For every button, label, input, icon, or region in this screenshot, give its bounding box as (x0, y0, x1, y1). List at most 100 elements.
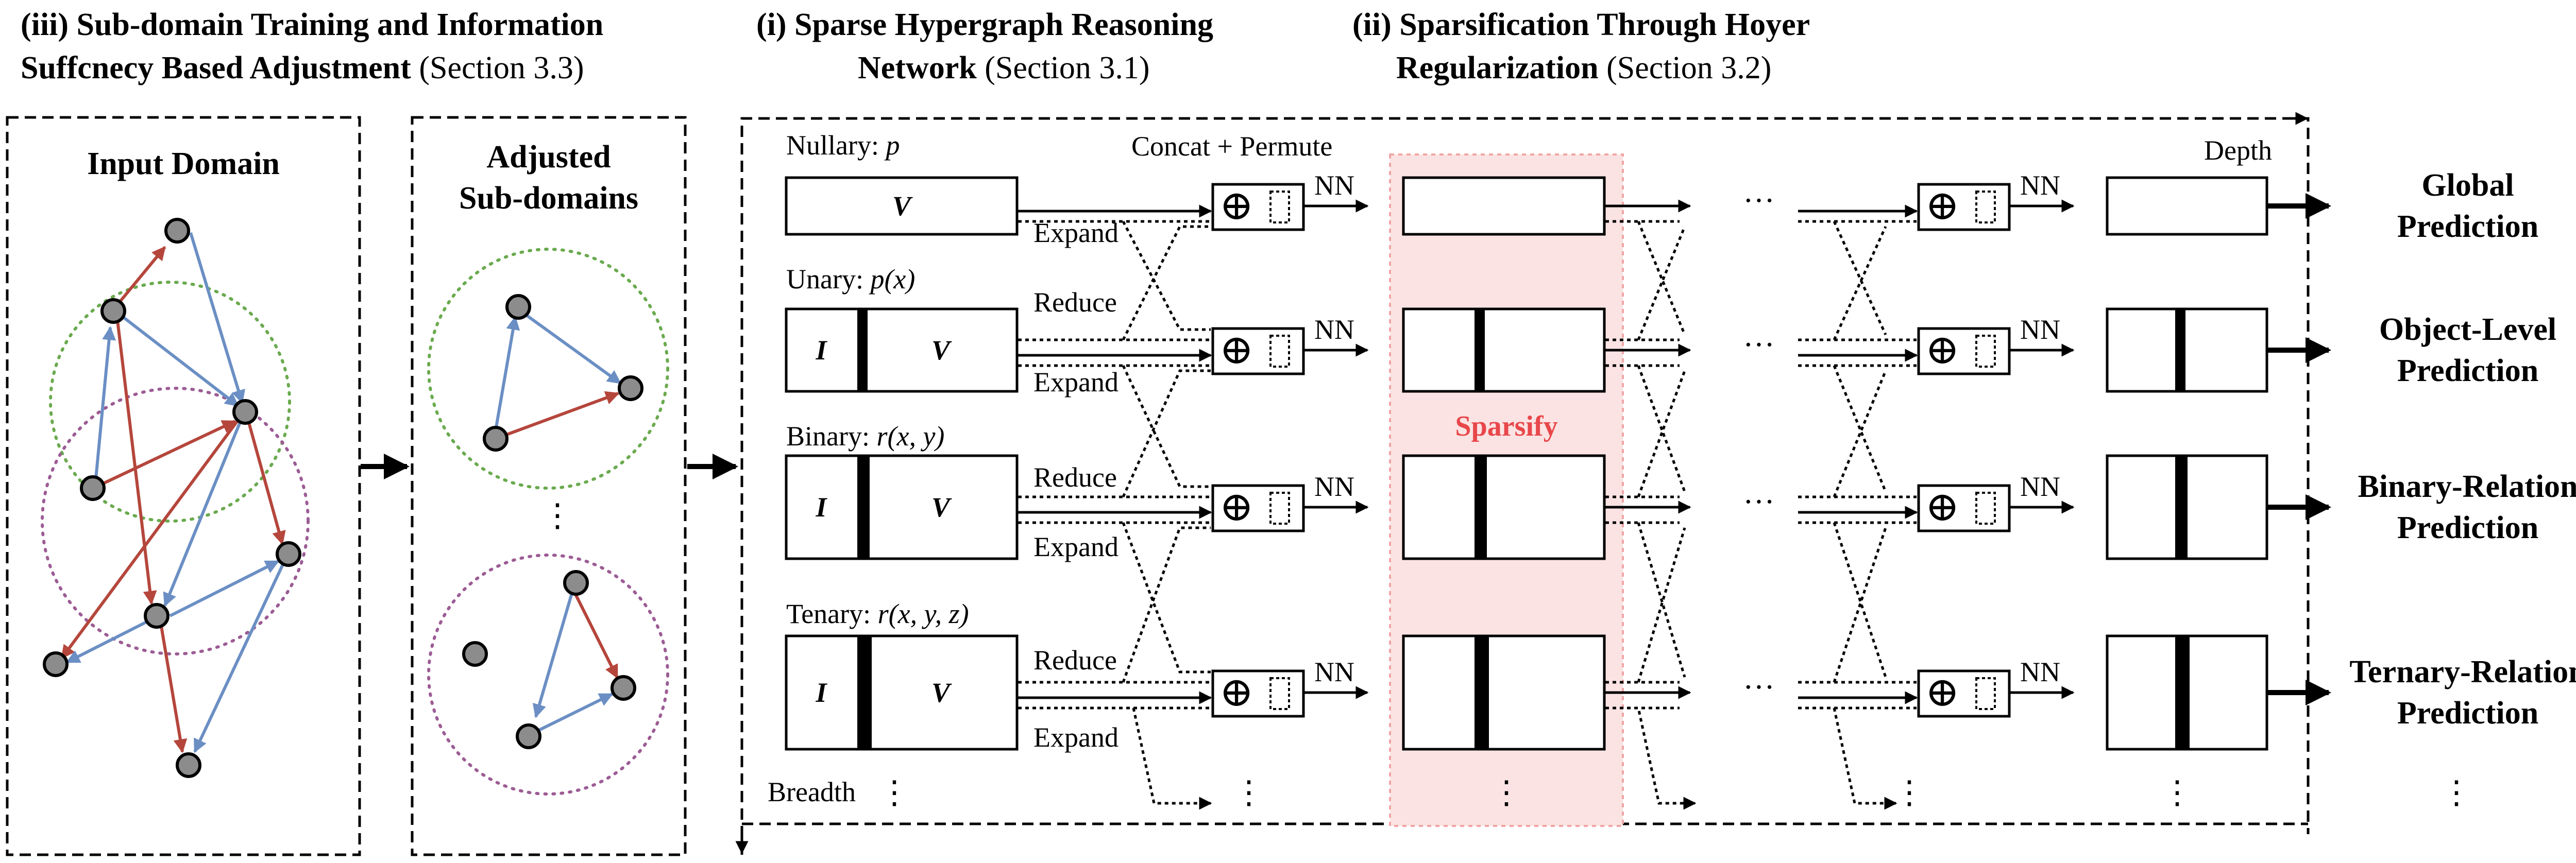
edge (246, 417, 286, 545)
output-tensor-box (2106, 176, 2268, 236)
header-iii: (iii) Sub-domain Training and Informatio… (21, 7, 603, 85)
depth-hdots: ··· (1743, 183, 1775, 218)
graph-node (43, 651, 69, 677)
tensor-i-label: I (815, 335, 827, 366)
graph-node (563, 570, 589, 596)
header-iii-line1: (iii) Sub-domain Training and Informatio… (21, 7, 603, 42)
prediction-label-line2: Prediction (2397, 353, 2538, 388)
tensor-split-bar (1475, 309, 1485, 391)
input-tensor-box (785, 176, 1019, 236)
graph-node (505, 294, 531, 320)
input-tensor-box (785, 634, 1019, 751)
bottom-vdots: ⋮ (2441, 775, 2472, 810)
graph-node (611, 675, 636, 701)
header-ii-line2: Regularization (Section 3.2) (1396, 50, 1771, 85)
nn-label: NN (2020, 657, 2060, 687)
adjusted-title-line1: Adjusted (486, 140, 611, 175)
depth-label: Depth (2204, 135, 2272, 166)
cross-line (1833, 527, 1887, 683)
bottom-vdots: ⋮ (878, 775, 910, 810)
input-domain-title: Input Domain (87, 146, 280, 181)
cross-line (1122, 522, 1211, 674)
permute-icon (1975, 492, 1996, 525)
nn-label: NN (2020, 314, 2060, 345)
cross-line (1833, 522, 1887, 678)
permute-icon (1269, 335, 1290, 368)
graph-node (80, 475, 106, 501)
prediction-label-line2: Prediction (2397, 696, 2538, 731)
tensor-i-label: I (815, 677, 827, 708)
graph-node (176, 752, 201, 778)
concat-permute-label: Concat + Permute (1131, 131, 1332, 162)
header-i-line2: Network (Section 3.1) (858, 50, 1149, 85)
graph-node (462, 641, 488, 667)
graph-node (164, 218, 190, 244)
prediction-label-line2: Prediction (2397, 510, 2538, 545)
header-iii-line2: Suffcnecy Based Adjustment (Section 3.3) (21, 50, 584, 85)
permute-icon (1975, 335, 1996, 368)
nn-label: NN (1314, 314, 1354, 345)
tensor-v-label: V (931, 492, 952, 523)
nn-label: NN (1314, 471, 1354, 502)
network-panel: Depth Breadth Sparsify Concat + Permute … (735, 112, 2472, 855)
bottom-vdots: ⋮ (1490, 775, 1522, 810)
header-ii-line1: (ii) Sparsification Through Hoyer (1352, 7, 1810, 42)
graph-node (100, 298, 126, 324)
cross-line (1637, 365, 1686, 492)
depth-hdots: ··· (1743, 327, 1775, 363)
tensor-split-bar (1475, 636, 1489, 749)
graph-node (516, 723, 541, 749)
breadth-line (1605, 706, 1697, 810)
tensor-v-label: V (931, 335, 952, 366)
tensor-split-bar (857, 636, 872, 749)
edge (503, 391, 620, 437)
input-domain-panel: Input Domain (6, 116, 361, 856)
edge (159, 623, 188, 753)
graph-node (483, 426, 509, 452)
tensor-split-bar (1475, 456, 1487, 559)
permute-icon (1269, 492, 1290, 525)
breadth-label: Breadth (768, 776, 856, 807)
edge (116, 320, 157, 605)
tensor-split-bar (2175, 456, 2188, 559)
header-i-line1: (i) Sparse Hypergraph Reasoning (756, 7, 1213, 42)
breadth-line (1018, 706, 1212, 810)
edge (193, 560, 286, 753)
output-tensor-box (2106, 307, 2268, 393)
graph-node (144, 603, 170, 629)
nn-label: NN (2020, 170, 2060, 201)
cross-line (1637, 370, 1686, 497)
edge (101, 420, 236, 486)
breadth-line (1833, 707, 1897, 810)
oplus-icon: ⊕ (1925, 485, 1959, 530)
cross-line (1122, 365, 1211, 488)
cross-line (1122, 526, 1211, 683)
prediction-label-line1: Binary-Relation (2358, 469, 2576, 504)
edge (60, 419, 240, 660)
edge (536, 693, 614, 733)
cross-line (1833, 220, 1887, 336)
adjusted-subdomains-frame (411, 116, 687, 856)
adjusted-subdomains-panel: Adjusted Sub-domains ⋮ (411, 116, 687, 856)
reduce-label: Reduce (1033, 645, 1117, 676)
prediction-label-line1: Object-Level (2379, 312, 2556, 347)
oplus-icon: ⊕ (1219, 183, 1253, 229)
cross-line (1833, 365, 1887, 492)
edge (120, 314, 240, 407)
oplus-icon: ⊕ (1925, 327, 1959, 373)
purple-subdomain-circle (427, 554, 669, 796)
permute-icon (1269, 677, 1290, 710)
graph-node (232, 399, 258, 425)
cross-line (1637, 527, 1686, 683)
sparsify-label: Sparsify (1455, 410, 1557, 442)
tensor-split-bar (857, 309, 868, 391)
header-ii: (ii) Sparsification Through Hoyer Regula… (1352, 7, 1810, 85)
oplus-icon: ⊕ (1219, 670, 1253, 715)
